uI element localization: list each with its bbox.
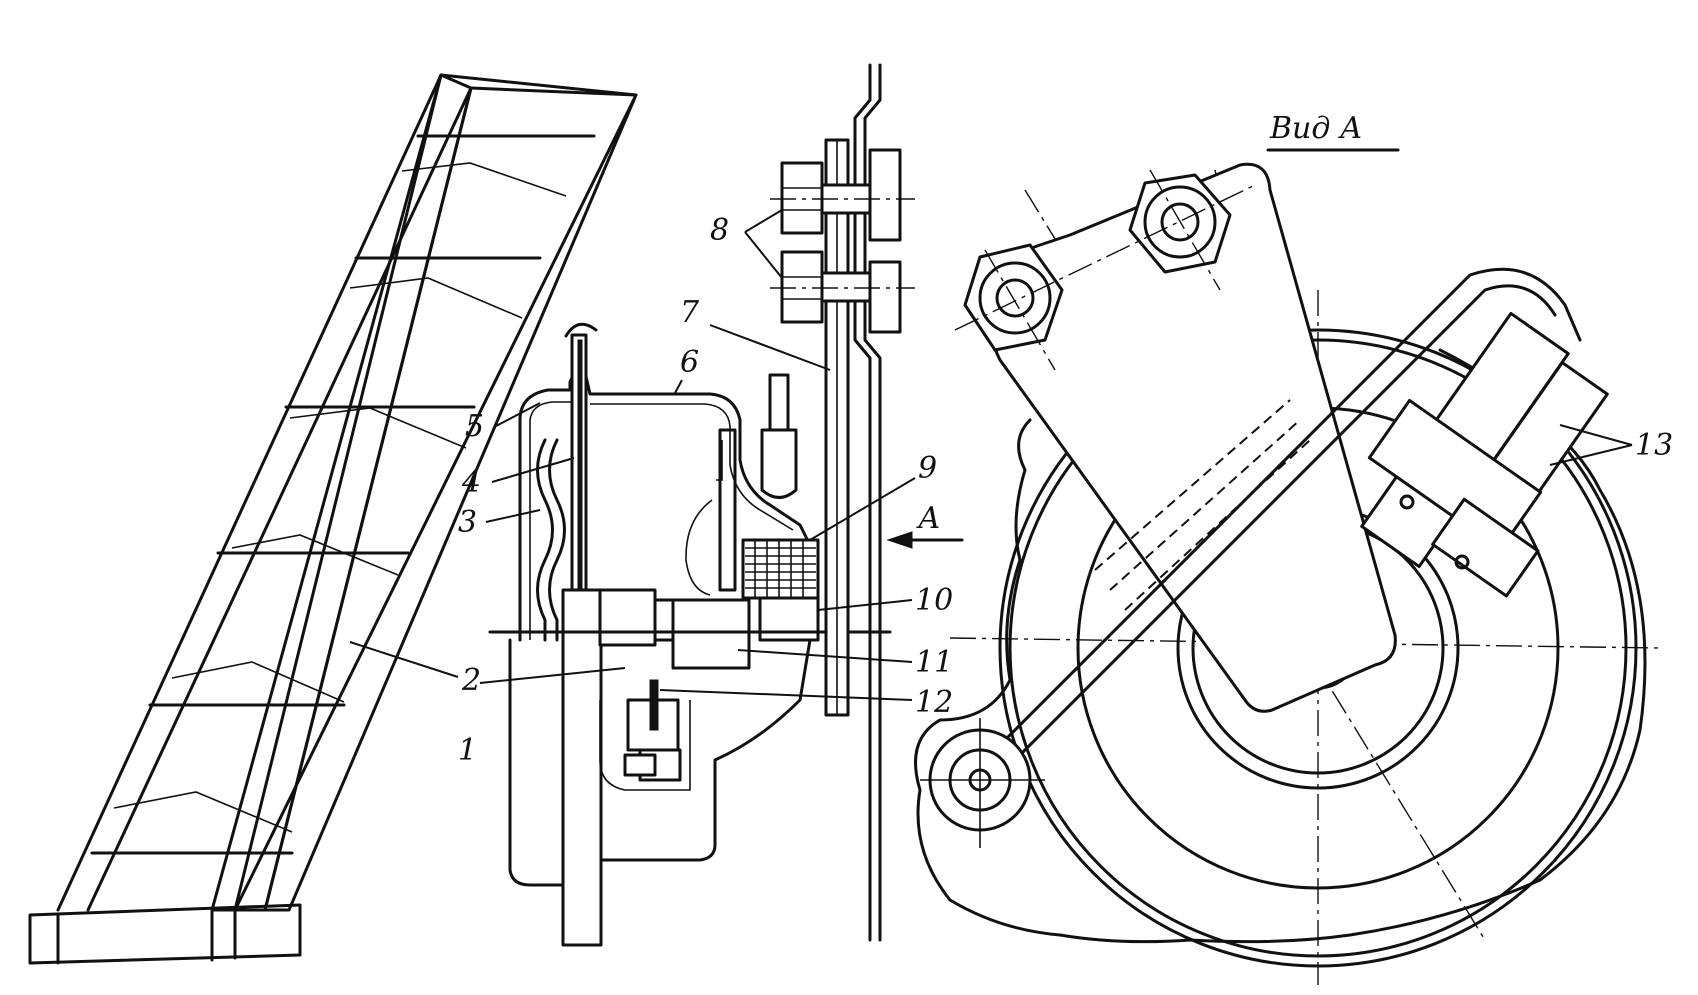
- arrow-label: А: [916, 501, 941, 536]
- callout-12: 12: [915, 685, 953, 720]
- inclined-frame: [28, 73, 638, 965]
- callout-5: 5: [465, 409, 484, 444]
- callout-8: 8: [710, 213, 729, 248]
- callout-7: 7: [680, 295, 700, 330]
- callout-9: 9: [918, 451, 937, 486]
- brush-holders: [1360, 311, 1609, 598]
- bolt-lower: [770, 250, 915, 334]
- callout-labels: 1 2 3 4 5 6 7 8 9 10 11 12 13: [458, 213, 1673, 768]
- callout-4: 4: [461, 465, 481, 500]
- bolt-upper: [770, 148, 915, 242]
- coil-hatch: [745, 540, 816, 598]
- view-arrow: А: [886, 501, 964, 549]
- callout-6: 6: [680, 345, 699, 380]
- housing-section: [488, 322, 892, 947]
- callout-11: 11: [915, 645, 953, 680]
- callout-3: 3: [458, 505, 477, 540]
- view-title: Вид А: [1269, 111, 1363, 146]
- mounting-plate: [770, 63, 915, 942]
- frame-rungs: [90, 134, 596, 855]
- callout-13: 13: [1635, 428, 1673, 463]
- callout-1: 1: [458, 733, 477, 768]
- lever-nuts: [954, 169, 1256, 371]
- callout-2: 2: [461, 663, 481, 698]
- view-a: Вид А: [914, 111, 1661, 985]
- callout-leaders: [349, 209, 1633, 701]
- callout-10: 10: [915, 583, 953, 618]
